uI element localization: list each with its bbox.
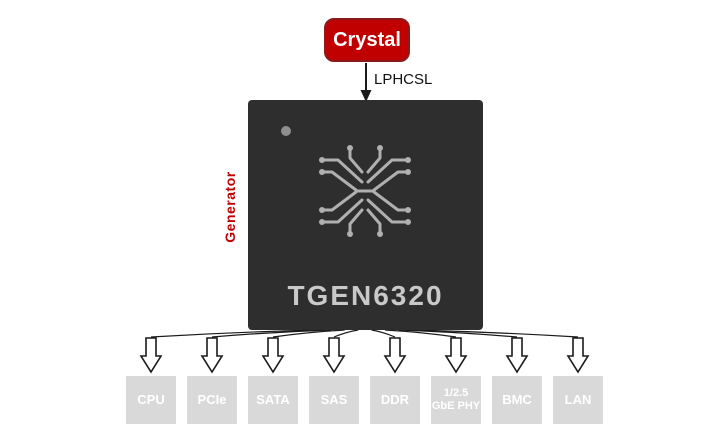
output-item: PCIe: [187, 337, 237, 424]
output-box: 1/2.5 GbE PHY: [431, 376, 481, 424]
output-box: BMC: [492, 376, 542, 424]
down-block-arrow-icon: [505, 337, 529, 374]
generator-label: Generator: [222, 171, 238, 243]
crystal-box: Crystal: [324, 18, 410, 62]
down-block-arrow-icon: [322, 337, 346, 374]
output-box: SAS: [309, 376, 359, 424]
chip-logo-icon: [319, 145, 411, 237]
output-item: BMC: [492, 337, 542, 424]
output-item: 1/2.5 GbE PHY: [431, 337, 481, 424]
chip-name: TGEN6320: [287, 280, 444, 311]
output-box: CPU: [126, 376, 176, 424]
down-block-arrow-icon: [200, 337, 224, 374]
down-block-arrow-icon: [139, 337, 163, 374]
output-item: CPU: [126, 337, 176, 424]
output-item: LAN: [553, 337, 603, 424]
pin1-dot-icon: [281, 126, 291, 136]
output-box: LAN: [553, 376, 603, 424]
output-item: SAS: [309, 337, 359, 424]
output-box: SATA: [248, 376, 298, 424]
down-block-arrow-icon: [566, 337, 590, 374]
down-block-arrow-icon: [261, 337, 285, 374]
output-item: SATA: [248, 337, 298, 424]
fanout-lines: [150, 329, 579, 338]
crystal-to-chip-arrow-icon: [360, 63, 372, 102]
output-box: PCIe: [187, 376, 237, 424]
bus-label: LPHCSL: [374, 71, 433, 88]
down-block-arrow-icon: [444, 337, 468, 374]
chip: TGEN6320: [248, 100, 483, 330]
output-item: DDR: [370, 337, 420, 424]
output-box: DDR: [370, 376, 420, 424]
down-block-arrow-icon: [383, 337, 407, 374]
